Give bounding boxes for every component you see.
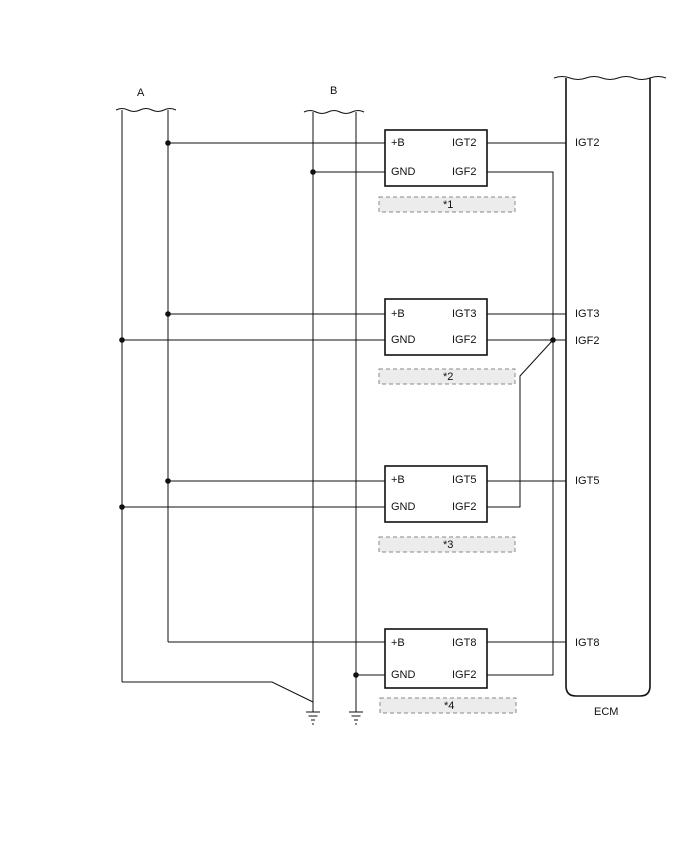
ecm-label: ECM: [594, 706, 618, 718]
splice-dot: [119, 337, 125, 343]
splice-dot: [165, 311, 171, 317]
component-note-box: [379, 697, 517, 714]
component-note-box: [378, 196, 516, 213]
ecm-cut-mark: [553, 76, 667, 80]
pin-igt-label: IGT8: [452, 637, 476, 649]
coil-box: [384, 129, 488, 187]
ecm-pin-igt8: IGT8: [575, 637, 599, 649]
ignition-coil-4: +B GND IGT8 IGF2: [384, 628, 488, 689]
pin-plusb-label: +B: [391, 637, 405, 649]
bus-a-cut-mark: [115, 108, 177, 112]
bus-b-label: B: [330, 85, 337, 97]
coil-box: [384, 298, 488, 356]
bus-a-ground-wire: [122, 681, 314, 703]
ignition-coil-2: +B GND IGT3 IGF2: [384, 298, 488, 356]
bus-a-label: A: [137, 87, 145, 99]
pin-gnd-label: GND: [391, 334, 416, 346]
splice-dot: [165, 478, 171, 484]
ignition-coil-1: +B GND IGT2 IGF2: [384, 129, 488, 187]
component-note-box: [378, 536, 516, 553]
pin-igt-label: IGT5: [452, 474, 476, 486]
splice-dot: [119, 504, 125, 510]
coil-box: [384, 465, 488, 523]
pin-gnd-label: GND: [391, 669, 416, 681]
pin-igt-label: IGT2: [452, 137, 476, 149]
pin-plusb-label: +B: [391, 308, 405, 320]
pin-gnd-label: GND: [391, 501, 416, 513]
pin-gnd-label: GND: [391, 166, 416, 178]
pin-igf-label: IGF2: [452, 334, 476, 346]
component-note-label: *2: [443, 371, 453, 383]
ecm-pin-igt2: IGT2: [575, 137, 599, 149]
pin-igf-label: IGF2: [452, 501, 476, 513]
pin-igt-label: IGT3: [452, 308, 476, 320]
igf-return-wire: [487, 171, 554, 676]
coil-box: [384, 628, 488, 689]
ignition-coil-3: +B GND IGT5 IGF2: [384, 465, 488, 523]
bus-b-cut-mark: [303, 110, 365, 114]
pin-plusb-label: +B: [391, 137, 405, 149]
ecm-pin-igt5: IGT5: [575, 475, 599, 487]
ecm-pin-igt3: IGT3: [575, 308, 599, 320]
igf-coil3-wire: [487, 339, 554, 508]
component-note-label: *1: [443, 199, 453, 211]
ground-icon: [349, 711, 363, 725]
component-note-box: [378, 368, 516, 385]
pin-plusb-label: +B: [391, 474, 405, 486]
ground-icon: [306, 711, 320, 725]
component-note-label: *3: [443, 539, 453, 551]
ecm-pin-igf2: IGF2: [575, 335, 599, 347]
ecm-box: [565, 78, 651, 697]
pin-igf-label: IGF2: [452, 166, 476, 178]
component-note-label: *4: [444, 700, 454, 712]
splice-dot: [353, 672, 359, 678]
splice-dot: [165, 140, 171, 146]
pin-igf-label: IGF2: [452, 669, 476, 681]
splice-dot: [310, 169, 316, 175]
